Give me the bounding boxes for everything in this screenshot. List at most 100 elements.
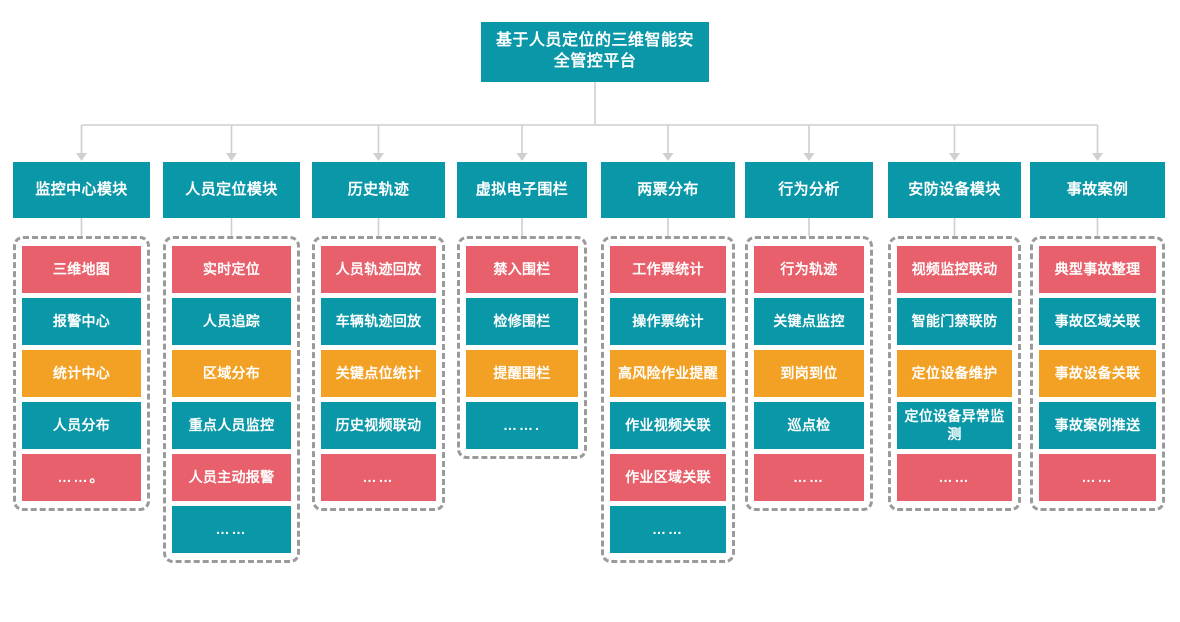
module-item-label: 高风险作业提醒 xyxy=(617,364,719,381)
module-column: 两票分布工作票统计操作票统计高风险作业提醒作业视频关联作业区域关联 …… xyxy=(601,162,735,563)
module-item-label: 定位设备异常监测 xyxy=(904,408,1005,442)
module-item-label: …… xyxy=(938,468,971,485)
module-header-4[interactable]: 虚拟电子围栏 xyxy=(457,162,587,218)
module-item[interactable]: 行为轨迹 xyxy=(754,246,864,293)
module-item-label: 人员分布 xyxy=(52,416,111,433)
module-item-ellipsis[interactable]: …… xyxy=(610,506,726,553)
module-item[interactable]: 统计中心 xyxy=(22,350,141,397)
module-header-label: 监控中心模块 xyxy=(35,180,128,198)
module-item[interactable]: 区域分布 xyxy=(172,350,291,397)
module-item[interactable]: 提醒围栏 xyxy=(466,350,578,397)
module-item[interactable]: 人员主动报警 xyxy=(172,454,291,501)
module-header-8[interactable]: 事故案例 xyxy=(1030,162,1165,218)
module-item-ellipsis[interactable]: …… xyxy=(754,454,864,501)
module-item[interactable]: 操作票统计 xyxy=(610,298,726,345)
module-item[interactable]: 关键点位统计 xyxy=(321,350,436,397)
module-item-label: …… xyxy=(793,468,825,485)
connector-arrowhead xyxy=(1092,153,1103,161)
module-item[interactable]: 检修围栏 xyxy=(466,298,578,345)
module-item-label: 事故案例推送 xyxy=(1054,416,1141,433)
module-item-group: 典型事故整理事故区域关联事故设备关联事故案例推送 …… xyxy=(1030,236,1165,511)
module-item-group: 人员轨迹回放车辆轨迹回放关键点位统计历史视频联动 …… xyxy=(312,236,445,511)
module-item[interactable]: 禁入围栏 xyxy=(466,246,578,293)
module-item-group: 禁入围栏检修围栏提醒围栏 ……. xyxy=(457,236,587,459)
connector-arrowhead xyxy=(226,153,237,161)
module-item-label: …… xyxy=(1081,468,1114,485)
module-item-label: 实时定位 xyxy=(202,260,261,277)
module-item-label: 提醒围栏 xyxy=(493,364,551,381)
module-item-label: 历史视频联动 xyxy=(335,416,422,433)
module-item-ellipsis[interactable]: ……。 xyxy=(22,454,141,501)
module-item-label: ……。 xyxy=(57,468,106,485)
header-connector-gap xyxy=(888,218,1021,236)
module-header-7[interactable]: 安防设备模块 xyxy=(888,162,1021,218)
module-item-label: 禁入围栏 xyxy=(493,260,551,277)
module-item[interactable]: 工作票统计 xyxy=(610,246,726,293)
module-item[interactable]: 人员追踪 xyxy=(172,298,291,345)
module-item-label: …… xyxy=(652,520,684,537)
module-item-ellipsis[interactable]: ……. xyxy=(466,402,578,449)
module-column: 安防设备模块视频监控联动智能门禁联防定位设备维护定位设备异常监测 …… xyxy=(888,162,1021,511)
module-item-label: …… xyxy=(215,520,248,537)
module-column: 事故案例典型事故整理事故区域关联事故设备关联事故案例推送 …… xyxy=(1030,162,1165,511)
module-item-ellipsis[interactable]: …… xyxy=(172,506,291,553)
module-item[interactable]: 事故区域关联 xyxy=(1039,298,1156,345)
module-item[interactable]: 典型事故整理 xyxy=(1039,246,1156,293)
module-item-ellipsis[interactable]: …… xyxy=(321,454,436,501)
module-item-label: 三维地图 xyxy=(52,260,111,277)
module-item[interactable]: 定位设备异常监测 xyxy=(897,402,1012,449)
connector-arrowhead xyxy=(662,153,674,161)
module-item-label: 定位设备维护 xyxy=(911,364,998,381)
module-item-label: 视频监控联动 xyxy=(911,260,998,277)
module-item-label: 巡点检 xyxy=(787,416,831,433)
module-item[interactable]: 作业视频关联 xyxy=(610,402,726,449)
module-item-ellipsis[interactable]: …… xyxy=(897,454,1012,501)
module-item[interactable]: 三维地图 xyxy=(22,246,141,293)
module-item-label: 关键点位统计 xyxy=(335,364,422,381)
module-item[interactable]: 事故案例推送 xyxy=(1039,402,1156,449)
module-item[interactable]: 高风险作业提醒 xyxy=(610,350,726,397)
module-header-5[interactable]: 两票分布 xyxy=(601,162,735,218)
connector-arrowhead xyxy=(516,153,528,161)
module-item-label: 人员轨迹回放 xyxy=(335,260,422,277)
module-header-label: 历史轨迹 xyxy=(347,180,410,198)
module-item[interactable]: 人员轨迹回放 xyxy=(321,246,436,293)
module-header-1[interactable]: 监控中心模块 xyxy=(13,162,150,218)
module-column: 监控中心模块三维地图报警中心统计中心人员分布 ……。 xyxy=(13,162,150,511)
header-connector-gap xyxy=(163,218,300,236)
module-item-label: 重点人员监控 xyxy=(188,416,275,433)
header-connector-gap xyxy=(457,218,587,236)
module-item[interactable]: 关键点监控 xyxy=(754,298,864,345)
module-item[interactable]: 报警中心 xyxy=(22,298,141,345)
module-item-label: 事故设备关联 xyxy=(1054,364,1141,381)
module-item-label: 人员追踪 xyxy=(202,312,261,329)
module-item[interactable]: 定位设备维护 xyxy=(897,350,1012,397)
module-item[interactable]: 实时定位 xyxy=(172,246,291,293)
module-item[interactable]: 巡点检 xyxy=(754,402,864,449)
module-header-3[interactable]: 历史轨迹 xyxy=(312,162,445,218)
module-item[interactable]: 车辆轨迹回放 xyxy=(321,298,436,345)
module-item[interactable]: 人员分布 xyxy=(22,402,141,449)
module-item[interactable]: 作业区域关联 xyxy=(610,454,726,501)
module-item-label: 人员主动报警 xyxy=(188,468,275,485)
module-item[interactable]: 重点人员监控 xyxy=(172,402,291,449)
module-item[interactable]: 事故设备关联 xyxy=(1039,350,1156,397)
module-item[interactable]: 历史视频联动 xyxy=(321,402,436,449)
module-column: 虚拟电子围栏禁入围栏检修围栏提醒围栏 ……. xyxy=(457,162,587,459)
module-header-2[interactable]: 人员定位模块 xyxy=(163,162,300,218)
module-item[interactable]: 视频监控联动 xyxy=(897,246,1012,293)
module-item[interactable]: 智能门禁联防 xyxy=(897,298,1012,345)
module-header-6[interactable]: 行为分析 xyxy=(745,162,873,218)
module-header-label: 虚拟电子围栏 xyxy=(475,180,569,198)
module-item-group: 工作票统计操作票统计高风险作业提醒作业视频关联作业区域关联 …… xyxy=(601,236,735,563)
module-item-label: ……. xyxy=(503,416,541,433)
module-item[interactable]: 到岗到位 xyxy=(754,350,864,397)
header-connector-gap xyxy=(13,218,150,236)
module-header-label: 行为分析 xyxy=(778,180,840,198)
module-header-label: 安防设备模块 xyxy=(908,180,1001,198)
module-item-label: 车辆轨迹回放 xyxy=(335,312,422,329)
module-item-ellipsis[interactable]: …… xyxy=(1039,454,1156,501)
root-title-text: 基于人员定位的三维智能安全管控平台 xyxy=(495,32,694,70)
module-item-label: 作业区域关联 xyxy=(625,468,711,485)
module-item-label: 关键点监控 xyxy=(773,312,845,329)
